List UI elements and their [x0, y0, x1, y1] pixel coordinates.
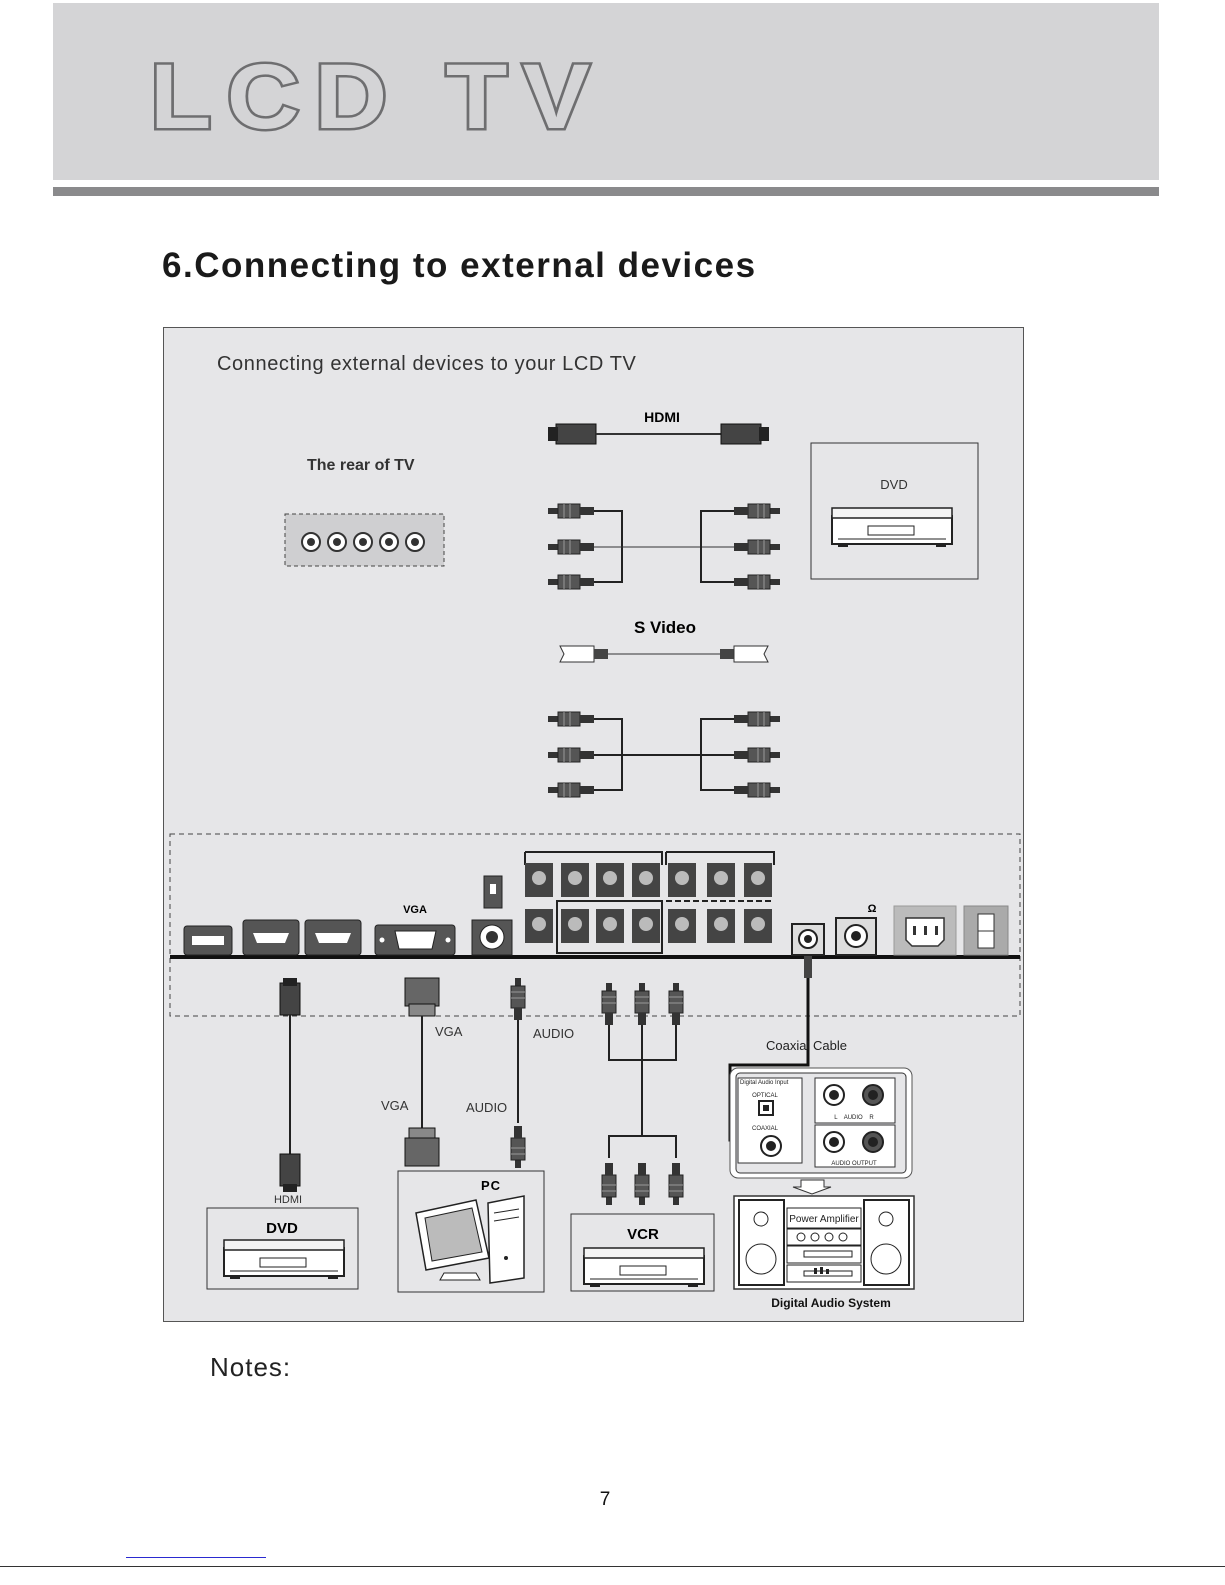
vga-cable-label-upper: VGA	[435, 1024, 463, 1039]
svideo-cable-label: S Video	[634, 618, 696, 637]
dvd-top-device	[811, 443, 978, 579]
vcr-device-label: VCR	[627, 1226, 659, 1243]
vga-port	[375, 925, 455, 955]
notes-label: Notes:	[210, 1352, 291, 1383]
coaxial-output-port	[792, 924, 824, 955]
hdmi-cable-to-dvd	[280, 978, 300, 1192]
component-av-jacks	[525, 852, 774, 953]
hdmi-cable-top	[548, 424, 769, 444]
pc-device	[398, 1171, 544, 1292]
section-heading: 6.Connecting to external devices	[162, 246, 757, 286]
vga-cable-to-pc	[405, 978, 439, 1166]
audio-cable-label-lower: AUDIO	[466, 1100, 507, 1115]
digital-audio-input-label: Digital Audio Input	[740, 1080, 789, 1086]
ac-power-inlet	[894, 906, 956, 955]
power-switch	[964, 906, 1008, 955]
audio-cable-label-upper: AUDIO	[533, 1026, 574, 1041]
rear-jack	[328, 533, 346, 551]
coaxial-cable-label: Coaxial Cable	[766, 1038, 847, 1053]
coaxial-label: COAXIAL	[752, 1126, 779, 1132]
rear-jack	[406, 533, 424, 551]
hdmi-port-1	[243, 920, 299, 955]
header-title-text: LCD TV	[150, 48, 605, 148]
usb-port	[184, 926, 232, 955]
vga-port-label: VGA	[403, 904, 427, 916]
digital-audio-system	[734, 1196, 914, 1289]
audio-output-label: AUDIO OUTPUT	[831, 1161, 877, 1167]
headphone-symbol: Ω	[868, 903, 877, 915]
header-rule	[53, 187, 1159, 196]
rear-of-tv-label: The rear of TV	[307, 457, 415, 474]
av-jack-bottom-row	[525, 909, 772, 943]
digital-audio-system-label: Digital Audio System	[771, 1296, 891, 1310]
rca-cable-set-lower	[548, 712, 780, 797]
hdmi-cable-label-lower: HDMI	[274, 1194, 302, 1206]
footer-rule	[0, 1566, 1225, 1567]
audio-lr-label: L AUDIO R	[834, 1115, 874, 1121]
rear-of-tv-jack-panel	[285, 514, 444, 566]
audio-cable-to-pc	[511, 978, 525, 1168]
svideo-cable	[560, 646, 768, 662]
pc-device-label: PC	[481, 1178, 501, 1193]
footer-link-line	[126, 1557, 266, 1558]
signal-arrow-down	[793, 1180, 831, 1194]
page-number: 7	[0, 1489, 1210, 1511]
connection-diagram: Connecting external devices to your LCD …	[163, 327, 1024, 1322]
power-amplifier-label: Power Amplifier	[789, 1214, 859, 1225]
header-title: LCD TV	[150, 48, 670, 148]
hdmi-cable-label: HDMI	[644, 409, 680, 425]
vga-cable-label-lower: VGA	[381, 1098, 409, 1113]
av-jack-top-row	[525, 863, 772, 897]
dvd-device-label: DVD	[266, 1220, 298, 1237]
optical-label: OPTICAL	[752, 1093, 778, 1099]
rear-jack	[354, 533, 372, 551]
connection-diagram-svg: Connecting external devices to your LCD …	[164, 328, 1025, 1323]
svideo-port	[472, 876, 512, 955]
rca-cable-set-upper	[548, 504, 780, 589]
diagram-intro: Connecting external devices to your LCD …	[217, 353, 637, 375]
rear-jack	[302, 533, 320, 551]
headphone-port	[836, 918, 876, 955]
hdmi-port-2	[305, 920, 361, 955]
rear-jack	[380, 533, 398, 551]
dvd-top-label: DVD	[880, 477, 907, 492]
